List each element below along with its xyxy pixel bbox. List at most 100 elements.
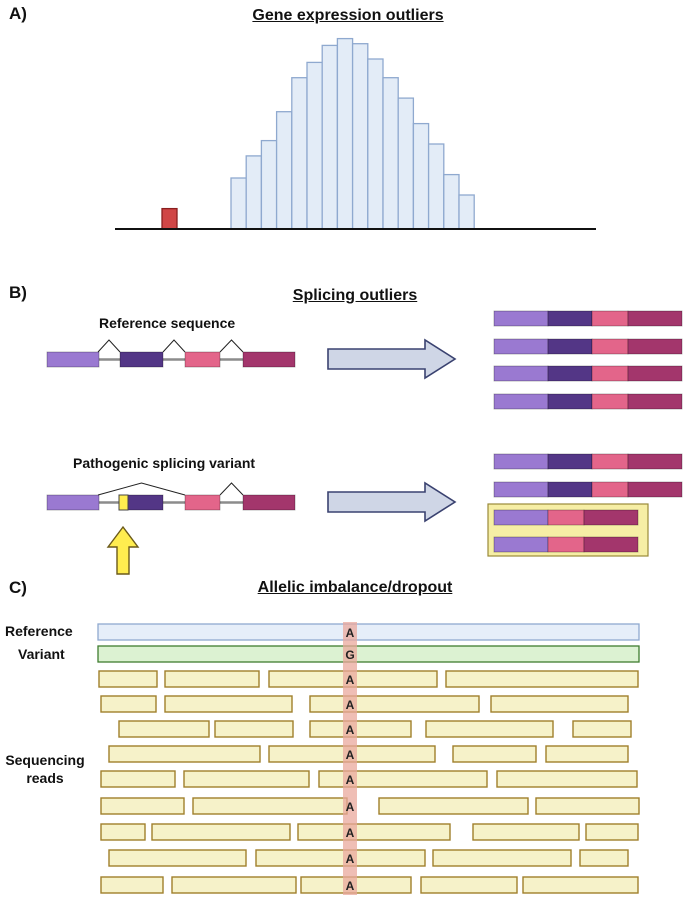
variant-site-marker [118, 494, 129, 511]
transcript-exon [627, 481, 683, 498]
histogram-bar [245, 155, 263, 230]
histogram-bar [412, 122, 430, 230]
read-base: A [346, 698, 355, 712]
normal-transcript [493, 453, 683, 470]
sequencing-read [108, 745, 261, 763]
sequencing-read [452, 745, 537, 763]
exon-2 [119, 351, 164, 368]
histogram-bar [260, 139, 278, 230]
panel-c-label: C) [9, 578, 27, 597]
sequencing-read [445, 670, 639, 688]
exon-skipped-transcript [493, 536, 639, 553]
histogram-bar [230, 177, 247, 230]
transcript-exon [583, 536, 639, 553]
transcript-exon [591, 481, 629, 498]
normal-transcript [493, 310, 683, 327]
exon-1 [46, 351, 100, 368]
outlier-bar [161, 207, 178, 230]
sequencing-read [378, 797, 529, 815]
histogram-bar [291, 77, 308, 230]
transcript-exon [547, 509, 585, 526]
transcript-exon [627, 453, 683, 470]
histogram-bar [427, 143, 445, 230]
sequencing-read [171, 876, 297, 894]
sequencing-read [100, 695, 157, 713]
exon-3 [184, 494, 221, 511]
transcript-exon [627, 338, 683, 355]
splice-junction [162, 339, 186, 353]
sequencing-read [297, 823, 451, 841]
reference-base: A [346, 626, 355, 640]
transcript-exon [627, 310, 683, 327]
exon-3 [184, 351, 221, 368]
sequencing-read [496, 770, 638, 788]
sequencing-read [420, 876, 518, 894]
transcript-exon [547, 365, 593, 382]
sequencing-read [100, 823, 146, 841]
sequencing-read [98, 670, 158, 688]
panel-c-title: Allelic imbalance/dropout [257, 579, 453, 596]
normal-transcript [493, 481, 683, 498]
exon-4 [242, 351, 296, 368]
reference-row-label: Reference [5, 623, 73, 639]
histogram-bar [443, 173, 460, 230]
read-base: A [346, 773, 355, 787]
transcript-exon [591, 393, 629, 410]
splice-junction [97, 339, 121, 353]
panel-b-label: B) [9, 283, 27, 302]
sequencing-read [255, 849, 426, 867]
sequencing-read [151, 823, 291, 841]
sequencing-reads-label-line1: Sequencing [5, 752, 85, 768]
sequencing-read [164, 670, 260, 688]
normal-transcript [493, 393, 683, 410]
sequencing-read [425, 720, 554, 738]
transcript-exon [493, 481, 549, 498]
read-base: A [346, 852, 355, 866]
sequencing-read [572, 720, 632, 738]
transcription-arrow [327, 338, 457, 380]
exon-skipped-transcript [493, 509, 639, 526]
read-base: A [346, 673, 355, 687]
sequencing-read [579, 849, 629, 867]
pathogenic-variant-label: Pathogenic splicing variant [73, 455, 256, 471]
histogram-bar [306, 61, 323, 230]
histogram-bar [321, 44, 339, 230]
sequencing-read [472, 823, 580, 841]
transcript-exon [591, 453, 629, 470]
transcript-exon [493, 393, 549, 410]
read-base: A [346, 800, 355, 814]
sequencing-read [183, 770, 310, 788]
transcript-exon [547, 453, 593, 470]
sequencing-read [490, 695, 629, 713]
pathogenic-variant-arrow [106, 525, 140, 575]
histogram-bar [367, 58, 384, 230]
reference-track [97, 623, 640, 641]
variant-row-label: Variant [18, 646, 65, 662]
transcript-exon [627, 393, 683, 410]
panel-a-title: Gene expression outliers [252, 7, 444, 24]
transcript-exon [493, 509, 549, 526]
sequencing-read [522, 876, 639, 894]
read-base: A [346, 826, 355, 840]
transcript-exon [493, 365, 549, 382]
transcript-exon [493, 536, 549, 553]
variant-track [97, 645, 640, 663]
read-base: A [346, 879, 355, 893]
transcript-exon [493, 310, 549, 327]
sequencing-reads-label-line2: reads [26, 770, 64, 786]
sequencing-read [585, 823, 639, 841]
transcript-exon [547, 338, 593, 355]
transcript-exon [547, 536, 585, 553]
histogram-bar [382, 77, 399, 230]
transcript-exon [591, 310, 629, 327]
transcript-exon [583, 509, 639, 526]
sequencing-read [118, 720, 210, 738]
transcript-exon [547, 310, 593, 327]
sequencing-read [164, 695, 293, 713]
splice-junction [219, 482, 244, 496]
read-base: A [346, 748, 355, 762]
splice-junction [219, 339, 244, 353]
transcript-exon [627, 365, 683, 382]
histogram-bar [397, 97, 415, 230]
